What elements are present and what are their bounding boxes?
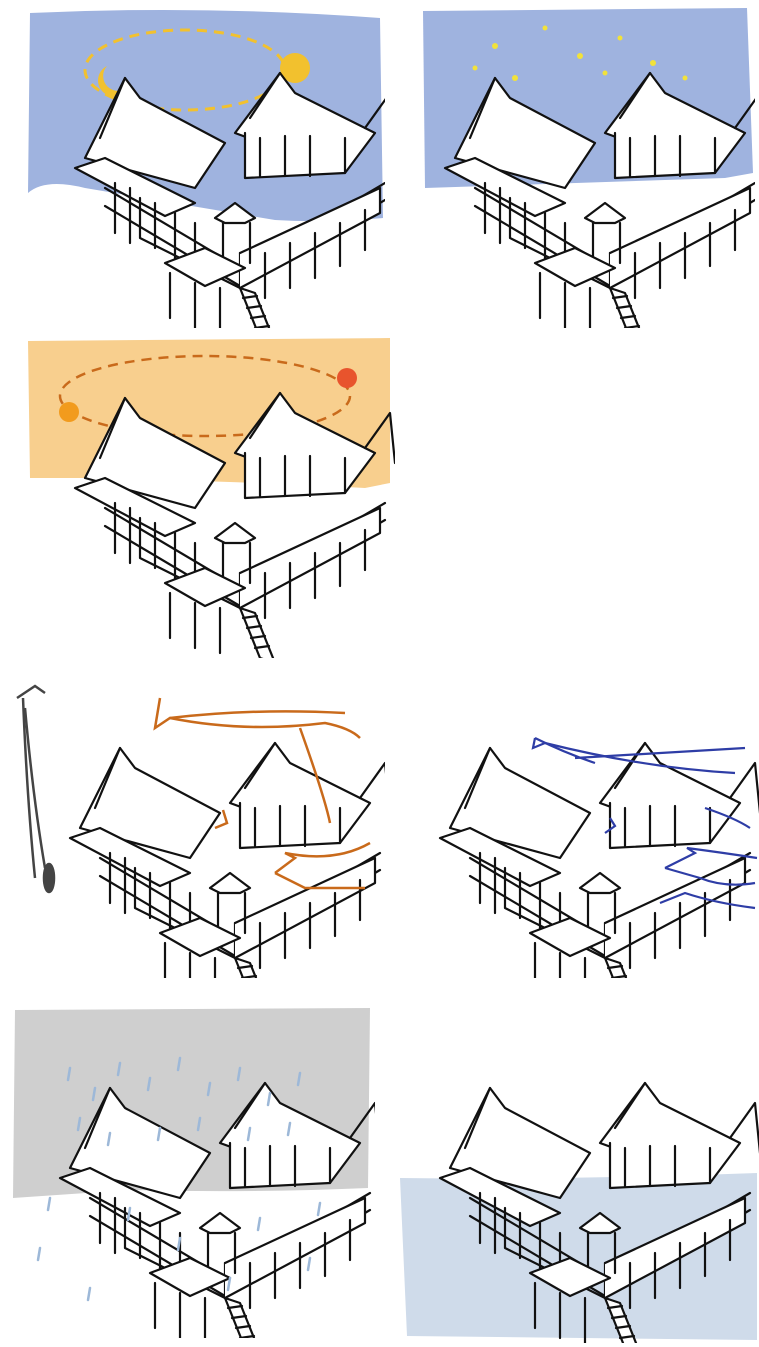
panel-wind-orange: [5, 678, 385, 978]
panel-day-night-cycle: [25, 8, 385, 328]
sketch-flood: [395, 1008, 759, 1343]
water-icon: [400, 1173, 757, 1340]
sunrise-icon: [59, 402, 79, 422]
panel-rain: [10, 1008, 375, 1338]
sketch-night: [395, 8, 755, 328]
panel-wind-blue: [395, 678, 759, 978]
sketch-wind-blue: [395, 678, 759, 978]
panel-sun-path-warm: [25, 338, 395, 658]
sunset-icon: [337, 368, 357, 388]
sketch-rain: [10, 1008, 375, 1338]
sketch-wind-orange: [5, 678, 385, 978]
sketch-day-night: [25, 8, 385, 328]
panel-night-stars: [395, 8, 755, 328]
sketch-sun-path: [25, 338, 395, 658]
wind-vane-icon: [17, 686, 54, 892]
panel-flood-water: [395, 1008, 759, 1343]
